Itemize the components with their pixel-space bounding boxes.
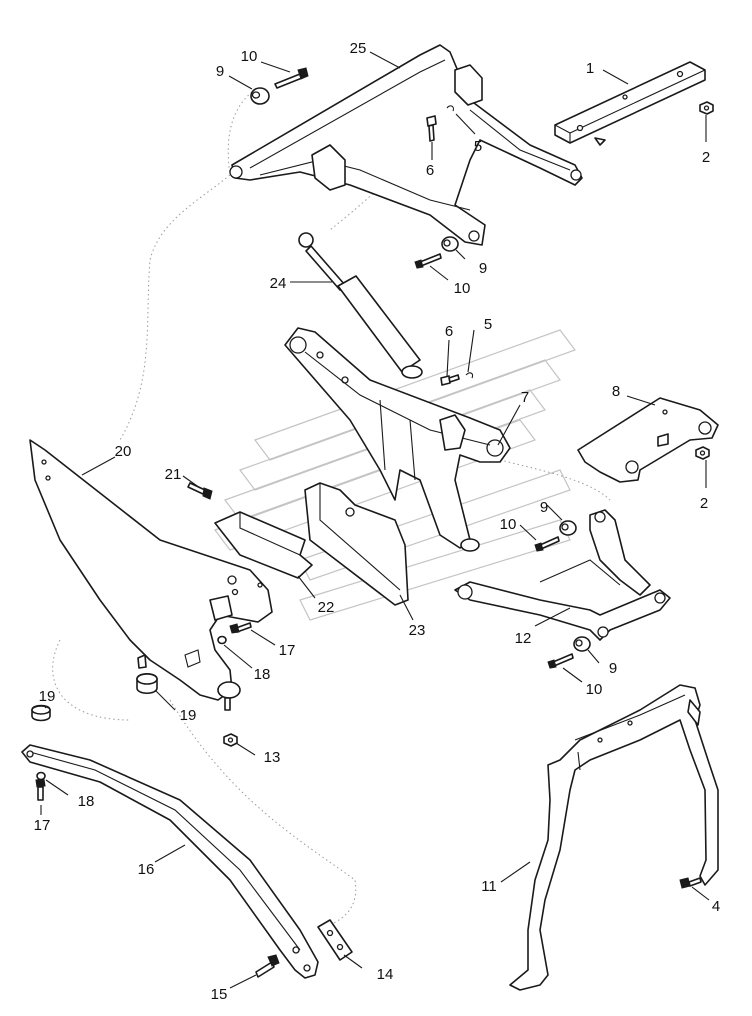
part-9-bushing-lower-right [573,636,591,652]
part-5-clip-upper [446,105,454,112]
callout-22: 22 [318,599,335,616]
callout-9-mid: 9 [479,260,487,277]
part-25-upper-frame [229,44,583,246]
callout-17-left: 17 [34,817,51,834]
callout-13: 13 [264,749,281,766]
part-18-washer-mid [217,635,227,645]
part-10-bolt-right [534,536,560,552]
part-13-nut [223,733,238,747]
callout-2-top: 2 [702,149,710,166]
part-4-bolt [679,877,702,889]
callout-19-left: 19 [39,688,56,705]
callout-10-lower: 10 [586,681,603,698]
part-11-large-frame [509,684,719,991]
callout-7: 7 [521,389,529,406]
part-7-main-bracket [284,327,511,552]
part-17-bolt-left [35,778,46,801]
part-10-bolt-lower-right [547,653,574,669]
part-23-shield [304,482,409,606]
callout-21: 21 [165,466,182,483]
part-17-bolt-mid [229,622,252,634]
part-8-lower-plate [577,397,719,483]
callout-19-mid: 19 [180,707,197,724]
callout-18-mid: 18 [254,666,271,683]
callout-2-lower: 2 [700,495,708,512]
callout-10-top: 10 [241,48,258,65]
callout-25: 25 [350,40,367,57]
callout-17-mid: 17 [279,642,296,659]
part-18-washer-left [36,771,46,781]
part-1-plate [554,61,706,146]
callout-6-upper: 6 [426,162,434,179]
callout-10-right: 10 [500,516,517,533]
part-5-clip-mid [465,372,474,379]
part-6-bolt-mid [440,374,460,386]
part-20-side-plate [29,439,273,711]
callout-8: 8 [612,383,620,400]
part-2-nut-top [699,101,714,115]
callout-24: 24 [270,275,287,292]
callout-12: 12 [515,630,532,647]
part-19-bumper-left [31,704,51,722]
callout-11: 11 [481,878,497,895]
callout-6-mid: 6 [445,323,453,340]
callout-9-right: 9 [540,499,548,516]
part-14-bracket [317,919,353,961]
part-9-bushing-mid [441,236,459,252]
part-10-bolt-mid [414,253,442,269]
callout-4: 4 [712,898,720,915]
part-9-bushing-right [559,520,577,536]
callout-5-upper: 5 [474,138,482,155]
callout-15: 15 [211,986,228,1003]
part-16-curved-bar [21,744,319,979]
part-12-lower-arm [454,509,671,641]
callout-23: 23 [409,622,426,639]
part-21-bolt [187,482,213,500]
callout-labels: 1 2 2 4 5 5 6 6 7 8 9 9 9 9 10 10 10 10 … [34,40,721,1003]
callout-16: 16 [138,861,155,878]
part-19-bumper-mid [136,672,158,695]
callout-1: 1 [586,60,594,77]
part-15-bolt [255,954,280,978]
part-24-gas-spring [298,232,423,379]
callout-10-mid: 10 [454,280,471,297]
assembly-phantom-lines [52,91,611,926]
callout-9-top: 9 [216,63,224,80]
callout-14: 14 [377,966,394,983]
callout-5-mid: 5 [484,316,492,333]
callout-leaders [40,51,710,989]
callout-20: 20 [115,443,132,460]
part-6-bolt-upper [426,115,437,142]
callout-18-left: 18 [78,793,95,810]
part-22-shield [214,511,313,579]
part-9-bushing-top [250,87,270,105]
part-2-nut-lower [695,446,710,460]
part-10-bolt-top [274,67,309,89]
callout-9-lower: 9 [609,660,617,677]
